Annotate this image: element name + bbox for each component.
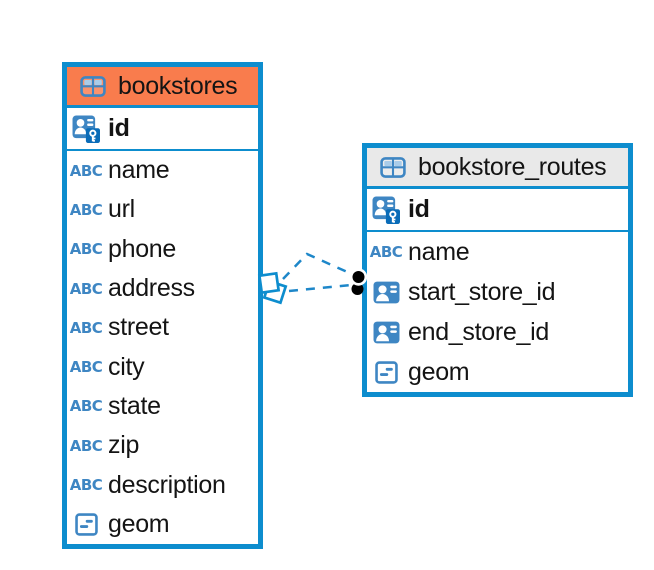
table-header-bookstore-routes[interactable]: bookstore_routes <box>367 148 628 189</box>
text-type-icon: ABC <box>69 200 103 219</box>
column-name: id <box>408 195 430 223</box>
column-name: address <box>108 274 195 303</box>
table-bookstore-routes[interactable]: bookstore_routes id ABC name start_store… <box>362 143 633 397</box>
table-icon <box>78 76 108 97</box>
column-list: ABC name start_store_id end_store_id geo… <box>367 232 628 392</box>
primary-key-icon <box>371 196 401 224</box>
column-row-zip[interactable]: ABC zip <box>67 426 258 465</box>
column-name: name <box>408 237 470 266</box>
geometry-type-icon <box>371 361 401 384</box>
column-row-id[interactable]: id <box>67 108 258 151</box>
column-list: ABC name ABC url ABC phone ABC address A… <box>67 151 258 544</box>
column-row-geom[interactable]: geom <box>367 352 628 392</box>
relationship-line-2[interactable] <box>288 283 352 293</box>
relationship-source-glyph[interactable] <box>257 271 288 305</box>
column-name: geom <box>408 357 470 386</box>
column-row-name[interactable]: ABC name <box>67 151 258 190</box>
column-row-description[interactable]: ABC description <box>67 465 258 504</box>
column-row-name[interactable]: ABC name <box>367 232 628 272</box>
column-name: street <box>108 313 169 342</box>
column-row-geom[interactable]: geom <box>67 505 258 544</box>
text-type-icon: ABC <box>69 318 103 337</box>
column-row-address[interactable]: ABC address <box>67 269 258 308</box>
text-type-icon: ABC <box>69 279 103 298</box>
table-icon <box>378 157 408 178</box>
column-row-street[interactable]: ABC street <box>67 308 258 347</box>
text-type-icon: ABC <box>69 240 103 259</box>
column-name: state <box>108 391 161 420</box>
column-name: description <box>108 470 226 499</box>
column-name: end_store_id <box>408 317 549 346</box>
column-row-phone[interactable]: ABC phone <box>67 230 258 269</box>
foreign-key-icon <box>371 281 401 304</box>
table-title: bookstore_routes <box>418 152 607 181</box>
column-row-end-store-id[interactable]: end_store_id <box>367 312 628 352</box>
column-row-start-store-id[interactable]: start_store_id <box>367 272 628 312</box>
column-name: url <box>108 195 135 224</box>
text-type-icon: ABC <box>69 161 103 180</box>
column-row-url[interactable]: ABC url <box>67 190 258 229</box>
text-type-icon: ABC <box>69 397 103 416</box>
text-type-icon: ABC <box>69 476 103 495</box>
column-name: id <box>108 114 130 142</box>
foreign-key-icon <box>371 321 401 344</box>
table-header-bookstores[interactable]: bookstores <box>67 67 258 108</box>
column-row-city[interactable]: ABC city <box>67 347 258 386</box>
column-name: name <box>108 156 170 185</box>
column-name: geom <box>108 509 170 538</box>
column-name: city <box>108 352 145 381</box>
primary-key-icon <box>71 115 101 143</box>
column-name: start_store_id <box>408 277 556 306</box>
text-type-icon: ABC <box>369 243 403 261</box>
text-type-icon: ABC <box>69 436 103 455</box>
column-row-id[interactable]: id <box>367 189 628 232</box>
column-name: phone <box>108 234 177 263</box>
relationship-line-1[interactable] <box>282 252 355 280</box>
text-type-icon: ABC <box>69 358 103 377</box>
table-bookstores[interactable]: bookstores id ABC name ABC url ABC phone… <box>62 62 263 549</box>
column-row-state[interactable]: ABC state <box>67 387 258 426</box>
column-name: zip <box>108 431 140 460</box>
table-title: bookstores <box>118 71 238 100</box>
geometry-type-icon <box>71 513 101 536</box>
